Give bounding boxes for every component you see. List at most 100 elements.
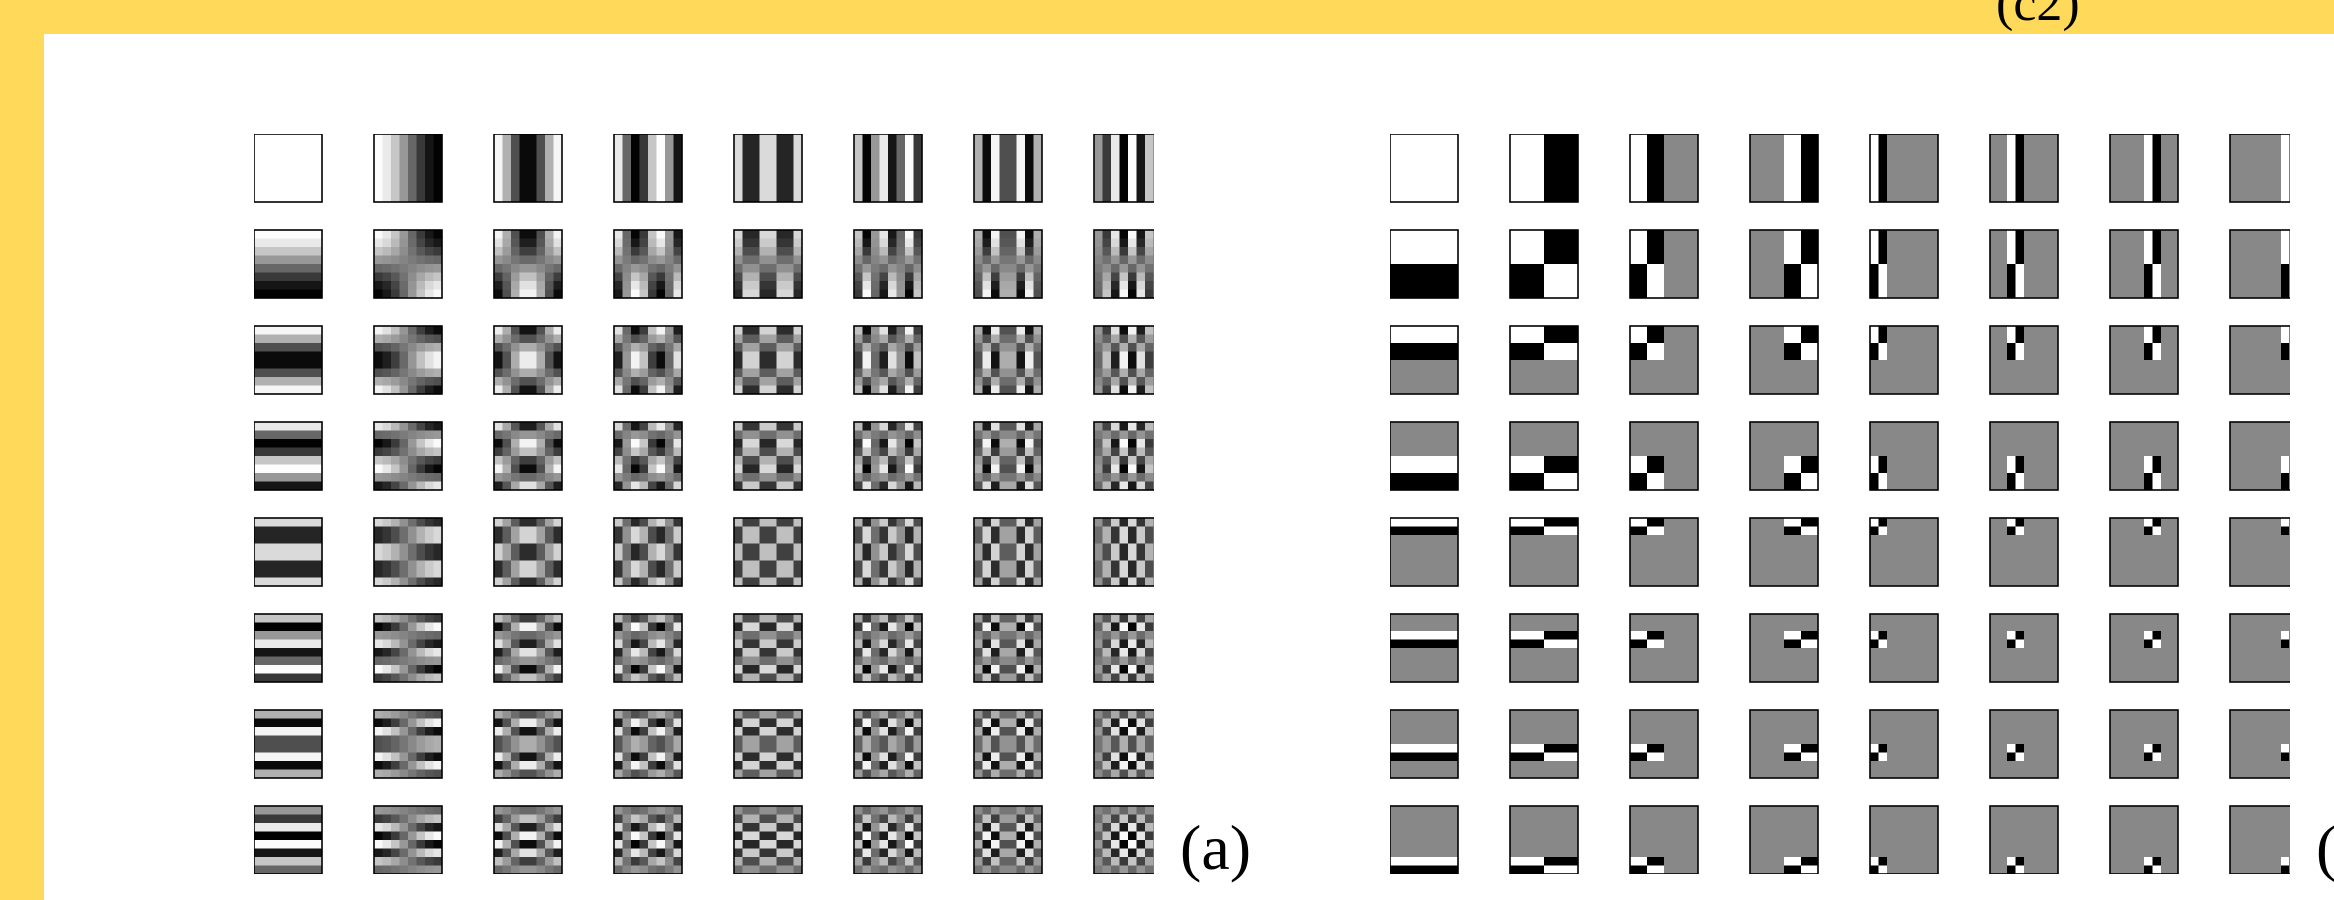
basis-tile (613, 229, 683, 299)
basis-tile (2229, 709, 2290, 779)
basis-tile (1629, 613, 1699, 683)
basis-tile (2109, 229, 2179, 299)
basis-tile (1629, 709, 1699, 779)
basis-tile (853, 421, 923, 491)
basis-tile (493, 517, 563, 587)
panel-label-a: (a) (1180, 812, 1252, 883)
basis-tile (613, 709, 683, 779)
basis-tile (973, 517, 1043, 587)
basis-tile (254, 613, 323, 683)
basis-tile (493, 134, 563, 203)
basis-grid-a (254, 134, 1154, 874)
basis-tile (1509, 229, 1579, 299)
basis-tile (2109, 805, 2179, 874)
basis-tile (733, 421, 803, 491)
basis-tile (1093, 805, 1154, 874)
basis-tile (733, 805, 803, 874)
basis-tile (2109, 709, 2179, 779)
basis-tile (1749, 709, 1819, 779)
basis-tile (613, 613, 683, 683)
basis-tile (853, 517, 923, 587)
basis-tile (1629, 325, 1699, 395)
basis-tile (733, 613, 803, 683)
basis-tile (254, 325, 323, 395)
basis-tile (1869, 805, 1939, 874)
basis-tile (1509, 325, 1579, 395)
basis-tile (1989, 805, 2059, 874)
basis-tile (1989, 325, 2059, 395)
basis-tile (1989, 421, 2059, 491)
basis-tile (493, 805, 563, 874)
basis-tile (733, 517, 803, 587)
basis-tile (1629, 229, 1699, 299)
basis-tile (493, 709, 563, 779)
basis-tile (973, 613, 1043, 683)
basis-tile (853, 613, 923, 683)
basis-tile (853, 229, 923, 299)
basis-tile (2109, 421, 2179, 491)
basis-tile (1749, 325, 1819, 395)
basis-tile (254, 421, 323, 491)
basis-tile (2109, 613, 2179, 683)
basis-tile (1390, 229, 1459, 299)
basis-tile (2229, 805, 2290, 874)
basis-tile (2109, 517, 2179, 587)
basis-tile (373, 805, 443, 874)
basis-tile (1749, 421, 1819, 491)
basis-tile (733, 229, 803, 299)
basis-tile (1509, 709, 1579, 779)
basis-tile (373, 229, 443, 299)
basis-tile (1989, 517, 2059, 587)
basis-tile (1869, 517, 1939, 587)
basis-tile (1390, 709, 1459, 779)
basis-tile (373, 134, 443, 203)
basis-tile (1869, 229, 1939, 299)
basis-tile (1869, 134, 1939, 203)
basis-tile (853, 325, 923, 395)
basis-tile (973, 229, 1043, 299)
basis-tile (1749, 517, 1819, 587)
basis-grid-b (1390, 134, 2290, 874)
basis-tile (1509, 805, 1579, 874)
basis-tile (973, 134, 1043, 203)
basis-tile (2229, 325, 2290, 395)
basis-tile (1093, 134, 1154, 203)
figure-panel: (a) (b (44, 34, 2334, 900)
basis-tile (613, 134, 683, 203)
basis-tile (733, 134, 803, 203)
basis-tile (733, 709, 803, 779)
basis-tile (1869, 613, 1939, 683)
basis-tile (2229, 421, 2290, 491)
basis-tile (1093, 613, 1154, 683)
basis-tile (1390, 613, 1459, 683)
basis-tile (973, 709, 1043, 779)
page-label: (c2) (1996, 0, 2080, 32)
basis-tile (1093, 709, 1154, 779)
basis-tile (1749, 134, 1819, 203)
basis-tile (613, 421, 683, 491)
basis-tile (493, 229, 563, 299)
basis-tile (254, 805, 323, 874)
basis-tile (1093, 421, 1154, 491)
basis-tile (254, 229, 323, 299)
basis-tile (1629, 805, 1699, 874)
basis-tile (1390, 421, 1459, 491)
basis-tile (2109, 325, 2179, 395)
basis-tile (1629, 421, 1699, 491)
basis-tile (1093, 325, 1154, 395)
basis-tile (2229, 517, 2290, 587)
basis-tile (853, 134, 923, 203)
basis-tile (1869, 325, 1939, 395)
basis-tile (973, 421, 1043, 491)
basis-tile (2229, 134, 2290, 203)
basis-tile (973, 325, 1043, 395)
basis-tile (1509, 613, 1579, 683)
basis-tile (2109, 134, 2179, 203)
basis-tile (1093, 517, 1154, 587)
basis-tile (613, 325, 683, 395)
basis-tile (1989, 229, 2059, 299)
basis-tile (1869, 709, 1939, 779)
basis-tile (1749, 613, 1819, 683)
basis-tile (254, 709, 323, 779)
basis-tile (1509, 517, 1579, 587)
